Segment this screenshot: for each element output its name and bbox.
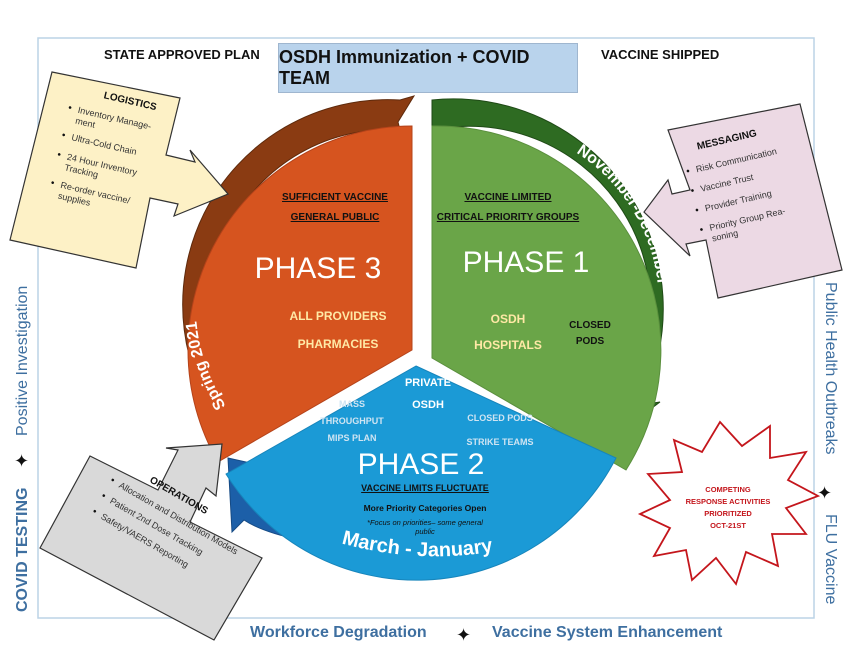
phase1-item: HOSPITALS [474,338,542,352]
vaccine-shipped-label: VACCINE SHIPPED [601,47,720,62]
phase3-item: ALL PROVIDERS [289,309,387,323]
phase1-sub2: CRITICAL PRIORITY GROUPS [436,212,580,223]
phase3-items: ALL PROVIDERS PHARMACIES [276,302,400,358]
phase2-private-label: PRIVATE [404,377,452,389]
phase1-closed-pods: CLOSED PODS [566,318,614,350]
phase1-item: OSDH [490,312,526,326]
competing-line: OCT-21ST [710,521,746,530]
svg-text:•: • [90,506,99,518]
phase1-subtitles: VACCINE LIMITED CRITICAL PRIORITY GROUPS [436,188,580,228]
phase2-note2-line: public [415,527,435,536]
covid-testing-label: COVID TESTING [14,488,31,612]
phase2-closed-pods-label: CLOSED PODS [467,413,533,423]
svg-text:•: • [699,224,705,236]
public-health-outbreaks-label: Public Health Outbreaks [822,282,839,455]
phase2-strike-teams-label: STRIKE TEAMS [466,437,534,447]
star-icon: ✦ [817,483,833,503]
phase2-throughput-label: THROUGHPUT [320,416,384,426]
svg-text:•: • [67,103,73,115]
operations-callout [39,443,263,641]
phase1-items: OSDH HOSPITALS [468,306,548,358]
phase2-closed: CLOSED PODS STRIKE TEAMS [450,406,550,454]
star-icon: ✦ [14,451,30,471]
phase2-mips-label: MIPS PLAN [327,433,377,443]
svg-text:•: • [99,491,108,503]
phase2-sub: VACCINE LIMITS FLUCTUATE [361,483,489,493]
vaccine-system-enhancement-label: Vaccine System Enhancement [492,624,723,641]
phase2-osdh-label: OSDH [412,399,444,411]
phase1-pods-label: PODS [575,336,605,347]
phase1-segment [431,125,662,471]
logistics-item: ment [74,116,96,130]
svg-text:•: • [108,475,117,487]
phase3-subtitles: SUFFICIENT VACCINE GENERAL PUBLIC [270,188,400,228]
svg-text:•: • [50,178,56,190]
competing-line: COMPETING [705,485,751,494]
phase3-segment [187,125,413,463]
phase2-private: PRIVATE OSDH [390,372,466,416]
phase1-closed-label: CLOSED [569,320,611,331]
competing-line: RESPONSE ACTIVITIES [686,497,771,506]
phase2-segment [225,365,617,581]
phase2-note1: More Priority Categories Open [363,503,487,513]
star-icon: ✦ [456,625,472,645]
phase2-title: PHASE 2 [357,448,485,481]
phase2-mass-label: MASS [338,399,365,409]
positive-investigation-label: Positive Investigation [14,286,31,436]
phase1-sub1: VACCINE LIMITED [464,192,552,203]
phase2-note2-line: *Focus on priorities– some general [367,518,483,527]
logistics-callout [9,71,230,269]
messaging-callout [643,103,843,299]
svg-text:•: • [685,166,691,178]
team-title: OSDH Immunization + COVID TEAM [279,47,530,88]
competing-text: COMPETING RESPONSE ACTIVITIES PRIORITIZE… [686,485,771,530]
phase2-mass: MASS THROUGHPUT MIPS PLAN [304,396,400,447]
phase3-sub2: GENERAL PUBLIC [290,212,380,223]
phase1-title: PHASE 1 [462,246,590,279]
phase3-item: PHARMACIES [297,337,379,351]
phase2-note2: *Focus on priorities– some general publi… [340,518,510,536]
phase3-title: PHASE 3 [254,252,382,285]
flu-vaccine-label: FLU Vaccine [822,514,839,605]
workforce-degradation-label: Workforce Degradation [250,624,427,641]
phase3-sub1: SUFFICIENT VACCINE [282,192,388,203]
outer-frame [37,37,815,619]
competing-line: PRIORITIZED [704,509,752,518]
state-approved-plan-label: STATE APPROVED PLAN [104,47,260,62]
svg-text:•: • [56,149,62,161]
svg-text:•: • [690,185,696,197]
svg-text:•: • [694,205,700,217]
competing-starburst [637,420,821,586]
team-banner: OSDH Immunization + COVID TEAM [278,43,578,93]
svg-text:•: • [61,130,67,142]
